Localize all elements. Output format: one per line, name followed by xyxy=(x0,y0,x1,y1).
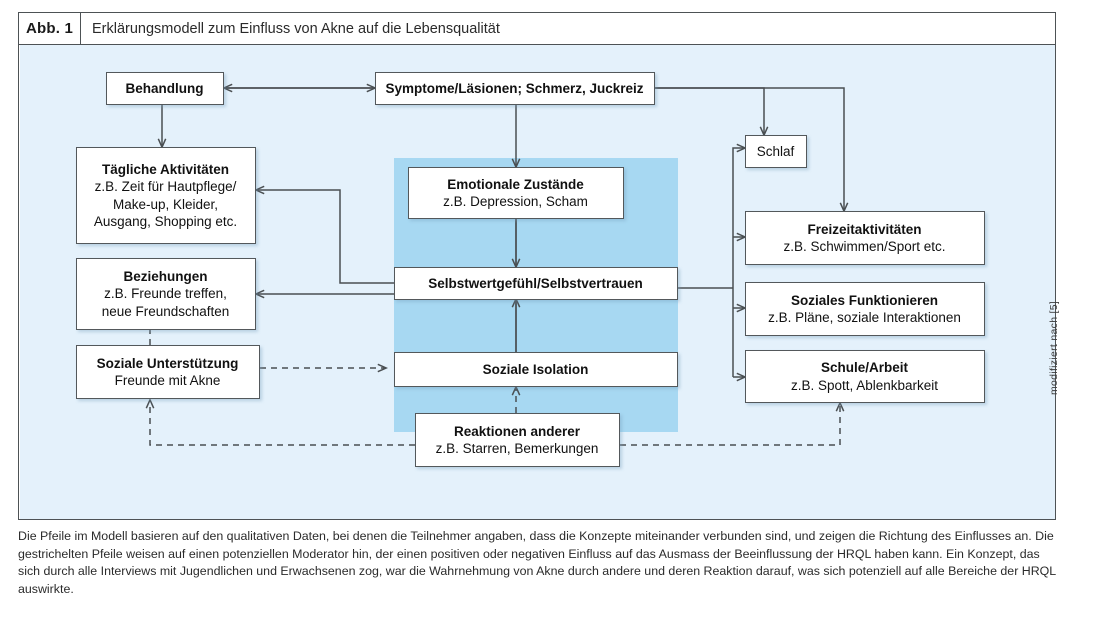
node-reaktionen-title: Reaktionen anderer xyxy=(453,423,581,439)
node-taegliche-sub-1: z.B. Zeit für Hautpflege/ xyxy=(94,179,237,195)
node-selbstwert-title: Selbstwertgefühl/Selbstvertrauen xyxy=(428,275,643,291)
node-unterstuetzung-sub: Freunde mit Akne xyxy=(114,373,221,388)
arrow-selbstwert-taegliche xyxy=(256,190,394,284)
diagram-canvas: Behandlung Symptome/Läsionen; Schmerz, J… xyxy=(19,45,1055,519)
node-symptome[interactable]: Symptome/Läsionen; Schmerz, Juckreiz xyxy=(374,72,655,105)
node-beziehungen-sub-2: neue Freundschaften xyxy=(101,303,230,319)
node-taegliche-aktivitaeten[interactable]: Tägliche Aktivitäten z.B. Zeit für Hautp… xyxy=(75,147,256,244)
node-taegliche-sub-3: Ausgang, Shopping etc. xyxy=(93,213,238,229)
node-freizeitaktivitaeten[interactable]: Freizeitaktivitäten z.B. Schwimmen/Sport… xyxy=(744,211,985,265)
node-freizeit-title: Freizeitaktivitäten xyxy=(807,221,922,237)
arrow-symptome-schlaf xyxy=(654,87,764,135)
node-beziehungen-title: Beziehungen xyxy=(123,269,208,285)
node-emotionale-title: Emotionale Zustände xyxy=(447,176,584,192)
node-schule-sub: z.B. Spott, Ablenkbarkeit xyxy=(790,377,939,393)
node-taegliche-sub-2: Make-up, Kleider, xyxy=(112,196,219,212)
figure-label: Abb. 1 xyxy=(19,13,81,44)
node-emotionale-sub: z.B. Depression, Scham xyxy=(443,194,588,209)
node-reaktionen-sub: z.B. Starren, Bemerkungen xyxy=(435,441,599,456)
node-schule-title: Schule/Arbeit xyxy=(820,360,909,376)
arrow-right-branch-schlaf xyxy=(731,148,745,288)
node-behandlung-title: Behandlung xyxy=(125,80,204,96)
node-freizeit-sub: z.B. Schwimmen/Sport etc. xyxy=(783,239,946,254)
node-soziale-isolation[interactable]: Soziale Isolation xyxy=(393,352,678,387)
node-schlaf[interactable]: Schlaf xyxy=(744,135,807,168)
arrow-reaktionen-schule xyxy=(619,403,840,446)
node-soziales-funktionieren[interactable]: Soziales Funktionieren z.B. Pläne, sozia… xyxy=(744,282,985,336)
node-reaktionen-anderer[interactable]: Reaktionen anderer z.B. Starren, Bemerku… xyxy=(414,413,620,467)
node-soziales-sub: z.B. Pläne, soziale Interaktionen xyxy=(768,310,961,325)
node-schlaf-title: Schlaf xyxy=(756,143,795,159)
figure-title: Erklärungsmodell zum Einfluss von Akne a… xyxy=(92,20,500,37)
arrow-symptome-freizeit xyxy=(654,87,844,211)
node-symptome-title: Symptome/Läsionen; Schmerz, Juckreiz xyxy=(385,80,644,96)
node-isolation-title: Soziale Isolation xyxy=(482,361,589,377)
node-soziale-unterstuetzung[interactable]: Soziale Unterstützung Freunde mit Akne xyxy=(75,345,260,399)
node-behandlung[interactable]: Behandlung xyxy=(105,72,224,105)
node-beziehungen-sub-1: z.B. Freunde treffen, xyxy=(104,286,227,302)
node-soziales-title: Soziales Funktionieren xyxy=(790,292,939,308)
node-beziehungen[interactable]: Beziehungen z.B. Freunde treffen, neue F… xyxy=(75,258,256,330)
arrow-reaktionen-unterstuetzung xyxy=(150,400,415,446)
node-emotionale-zustaende[interactable]: Emotionale Zustände z.B. Depression, Sch… xyxy=(407,167,624,219)
figure-caption: Die Pfeile im Modell basieren auf den qu… xyxy=(18,529,1056,596)
node-schule-arbeit[interactable]: Schule/Arbeit z.B. Spott, Ablenkbarkeit xyxy=(744,350,985,403)
node-selbstwertgefuehl[interactable]: Selbstwertgefühl/Selbstvertrauen xyxy=(393,267,678,300)
figure-header: Abb. 1 Erklärungsmodell zum Einfluss von… xyxy=(18,12,1056,45)
node-unterstuetzung-title: Soziale Unterstützung xyxy=(96,355,239,371)
node-taegliche-title: Tägliche Aktivitäten xyxy=(101,161,230,177)
